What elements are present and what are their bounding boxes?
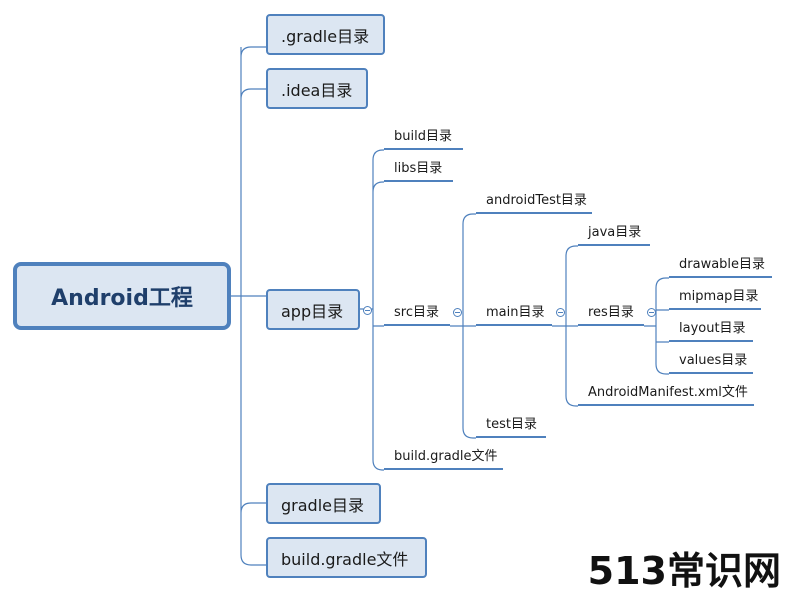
drawable-dir-node[interactable]: drawable目录	[669, 256, 772, 278]
drawable-dir-label: drawable目录	[679, 257, 766, 272]
java-dir-label: java目录	[588, 225, 642, 240]
layout-dir-node[interactable]: layout目录	[669, 320, 753, 342]
app-dir-node[interactable]: app目录	[266, 289, 360, 330]
res-dir-label: res目录	[588, 305, 634, 320]
build-dir-node[interactable]: build目录	[384, 128, 463, 150]
root-label: Android工程	[51, 286, 193, 311]
mipmap-dir-label: mipmap目录	[679, 289, 759, 304]
src-to-children-connector	[450, 213, 476, 439]
src-collapse-toggle[interactable]	[453, 308, 462, 317]
main-dir-node[interactable]: main目录	[476, 304, 552, 326]
root-to-children-connector	[231, 46, 266, 566]
root-node[interactable]: Android工程	[13, 262, 231, 330]
root-build-gradle-node[interactable]: build.gradle文件	[266, 537, 427, 578]
android-test-dir-label: androidTest目录	[486, 193, 587, 208]
android-manifest-node[interactable]: AndroidManifest.xml文件	[578, 384, 754, 406]
app-collapse-toggle[interactable]	[363, 306, 372, 315]
build-dir-label: build目录	[394, 129, 452, 144]
android-test-dir-node[interactable]: androidTest目录	[476, 192, 592, 214]
gradle-wrapper-dir-label: gradle目录	[281, 495, 364, 515]
site-watermark: 513常识网	[587, 549, 781, 593]
layout-dir-label: layout目录	[679, 321, 746, 336]
src-dir-node[interactable]: src目录	[384, 304, 450, 326]
src-dir-label: src目录	[394, 305, 439, 320]
gradle-wrapper-dir-node[interactable]: gradle目录	[266, 483, 381, 524]
libs-dir-label: libs目录	[394, 161, 443, 176]
res-collapse-toggle[interactable]	[647, 308, 656, 317]
main-collapse-toggle[interactable]	[556, 308, 565, 317]
app-build-gradle-node[interactable]: build.gradle文件	[384, 448, 503, 470]
app-dir-label: app目录	[281, 301, 344, 321]
gradle-dir-label: .gradle目录	[281, 26, 370, 46]
app-build-gradle-label: build.gradle文件	[394, 449, 498, 464]
values-dir-label: values目录	[679, 353, 748, 368]
java-dir-node[interactable]: java目录	[578, 224, 650, 246]
test-dir-label: test目录	[486, 417, 537, 432]
values-dir-node[interactable]: values目录	[669, 352, 753, 374]
root-build-gradle-label: build.gradle文件	[281, 549, 409, 569]
libs-dir-node[interactable]: libs目录	[384, 160, 453, 182]
idea-dir-node[interactable]: .idea目录	[266, 68, 368, 109]
idea-dir-label: .idea目录	[281, 80, 353, 100]
gradle-dir-node[interactable]: .gradle目录	[266, 14, 385, 55]
android-manifest-label: AndroidManifest.xml文件	[588, 385, 748, 400]
test-dir-node[interactable]: test目录	[476, 416, 546, 438]
res-to-children-connector	[644, 277, 669, 375]
mipmap-dir-node[interactable]: mipmap目录	[669, 288, 761, 310]
res-dir-node[interactable]: res目录	[578, 304, 644, 326]
main-dir-label: main目录	[486, 305, 545, 320]
main-to-children-connector	[552, 245, 578, 407]
